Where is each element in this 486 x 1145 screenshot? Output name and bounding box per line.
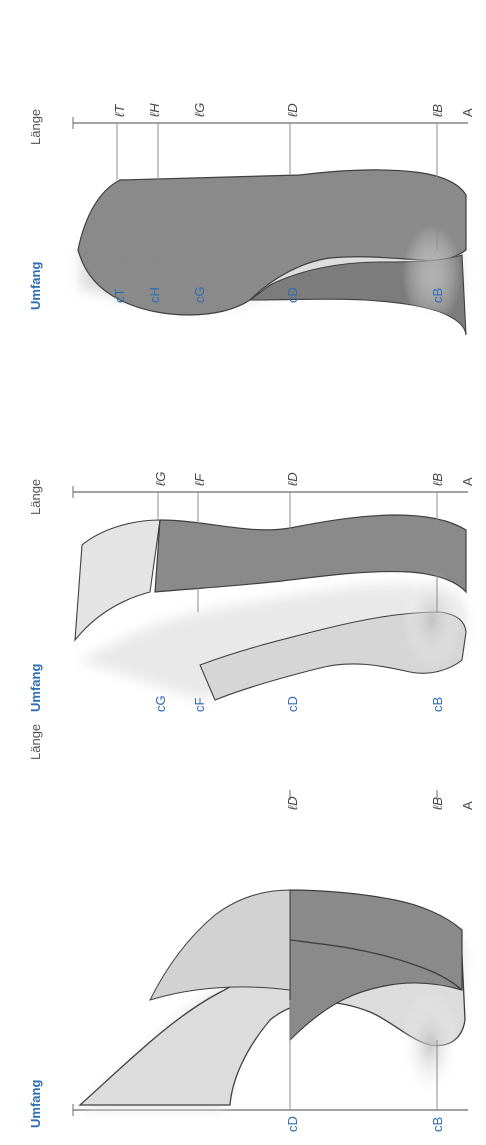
circumference-label-D: cD (285, 696, 300, 712)
header-circumference: Umfang (28, 1080, 43, 1128)
length-label-T: ℓT (112, 104, 127, 117)
length-label-B: ℓB (430, 797, 445, 810)
header-length: Länge (28, 479, 43, 515)
length-label-H: ℓH (147, 103, 162, 117)
length-label-A: A (460, 801, 475, 810)
panel-knee-high: Umfang Länge cD cB (28, 724, 475, 1132)
circumference-label-F: cF (192, 698, 207, 713)
circumference-label-D: cD (285, 1116, 300, 1132)
circumference-label-G: cG (192, 286, 207, 303)
header-circumference: Umfang (28, 262, 43, 310)
length-label-A: A (460, 477, 475, 486)
circumference-label-B: cB (430, 1117, 445, 1132)
circumference-label-D: cD (285, 287, 300, 303)
length-label-G: ℓG (153, 472, 168, 486)
note-huefte: Hüfte (154, 253, 161, 270)
length-label-D: ℓD (285, 796, 300, 810)
leg-figure (74, 514, 467, 701)
circumference-label-H: cH (147, 287, 162, 303)
header-length: Länge (28, 109, 43, 145)
leg-figure (77, 169, 467, 336)
length-label-D: ℓD (285, 472, 300, 486)
circumference-label-G: cG (153, 695, 168, 712)
circumference-label-T: cT (112, 289, 127, 304)
length-label-G: ℓG (192, 103, 207, 117)
length-label-B: ℓB (430, 473, 445, 486)
panel-thigh-high: Umfang Länge cG cF cD (28, 472, 475, 712)
length-label-B: ℓB (430, 104, 445, 117)
note-taille: Taille (119, 254, 126, 270)
panel-pantyhose: Umfang Länge cT Taille cH Hüfte (28, 103, 475, 336)
circumference-label-B: cB (430, 288, 445, 303)
length-label-D: ℓD (285, 103, 300, 117)
leg-figure (78, 889, 466, 1110)
length-label-A: A (460, 108, 475, 117)
circumference-label-B: cB (430, 697, 445, 712)
header-circumference: Umfang (28, 664, 43, 712)
header-length: Länge (28, 724, 43, 760)
length-label-F: ℓF (192, 473, 207, 486)
